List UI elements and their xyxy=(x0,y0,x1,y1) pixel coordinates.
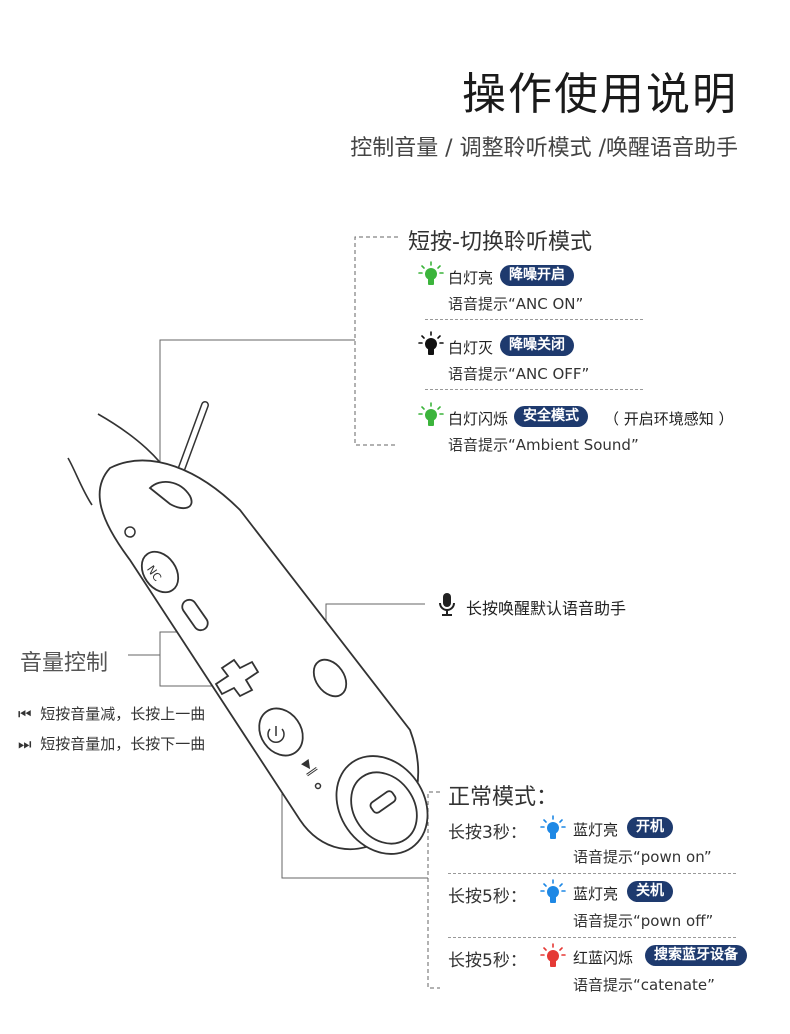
page-title: 操作使用说明 xyxy=(462,69,738,120)
microphone-icon xyxy=(439,593,455,616)
blue-bulb-icon xyxy=(540,879,566,903)
green-bulb-icon xyxy=(418,261,444,285)
black-bulb-icon xyxy=(418,331,444,355)
volume-item-text: 短按音量加，长按下一曲 xyxy=(40,735,206,753)
mode-badge: 降噪关闭 xyxy=(500,335,574,356)
divider xyxy=(425,319,643,320)
assistant-label: 长按唤醒默认语音助手 xyxy=(466,599,627,618)
voice-prompt: 语音提示“ANC ON” xyxy=(448,295,584,313)
green-bulb-icon xyxy=(418,402,444,426)
light-status: 蓝灯亮 xyxy=(573,821,619,839)
voice-prompt: 语音提示“Ambient Sound” xyxy=(448,436,639,454)
voice-prompt: 语音提示“pown on” xyxy=(573,848,712,866)
voice-prompt: 语音提示“catenate” xyxy=(573,976,715,994)
light-status: 红蓝闪烁 xyxy=(573,949,634,967)
mode-note: （ 开启环境感知 ） xyxy=(604,410,734,428)
previous-track-icon: ⏮ xyxy=(18,705,32,723)
volume-item-text: 短按音量减，长按上一曲 xyxy=(40,705,206,723)
volume-item-next: ⏭ 短按音量加，长按下一曲 xyxy=(18,733,205,754)
light-status: 白灯亮 xyxy=(448,269,494,287)
mode-badge: 安全模式 xyxy=(514,406,588,427)
mode-badge: 关机 xyxy=(627,881,673,902)
blue-bulb-icon xyxy=(540,815,566,839)
normal-section-heading: 正常模式： xyxy=(448,785,559,810)
light-status: 白灯闪烁 xyxy=(448,410,509,428)
voice-prompt: 语音提示“pown off” xyxy=(573,912,714,930)
mode-badge: 降噪开启 xyxy=(500,265,574,286)
page-subtitle: 控制音量 / 调整聆听模式 /唤醒语音助手 xyxy=(350,136,738,161)
light-status: 蓝灯亮 xyxy=(573,885,619,903)
press-duration: 长按3秒： xyxy=(448,823,527,843)
volume-item-prev: ⏮ 短按音量减，长按上一曲 xyxy=(18,703,205,724)
divider xyxy=(448,873,736,874)
mode-badge: 搜索蓝牙设备 xyxy=(645,945,747,966)
press-duration: 长按5秒： xyxy=(448,951,527,971)
anc-section-heading: 短按-切换聆听模式 xyxy=(408,230,592,255)
divider xyxy=(448,937,736,938)
divider xyxy=(425,389,643,390)
volume-heading: 音量控制 xyxy=(20,651,109,676)
light-status: 白灯灭 xyxy=(448,339,494,357)
press-duration: 长按5秒： xyxy=(448,887,527,907)
voice-prompt: 语音提示“ANC OFF” xyxy=(448,365,590,383)
mode-badge: 开机 xyxy=(627,817,673,838)
red-blue-bulb-icon xyxy=(540,943,566,967)
next-track-icon: ⏭ xyxy=(18,735,32,753)
